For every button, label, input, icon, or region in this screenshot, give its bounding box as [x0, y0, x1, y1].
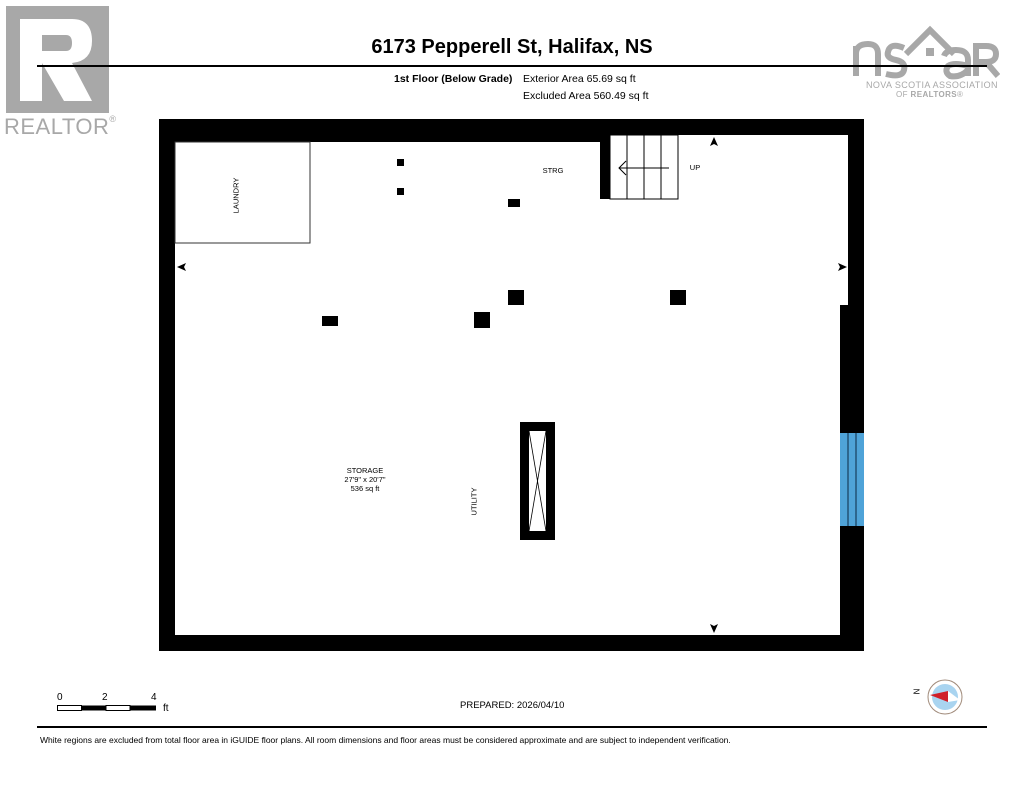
stairs-up-label: UP — [689, 163, 701, 172]
compass-icon — [927, 679, 963, 715]
realtor-wordmark: REALTOR® — [4, 114, 117, 140]
nsar-subtitle-line1: NOVA SCOTIA ASSOCIATION — [866, 80, 998, 90]
nsar-prefix: OF — [896, 90, 911, 99]
room-label-storage: STORAGE — [346, 466, 384, 475]
disclaimer: White regions are excluded from total fl… — [40, 735, 731, 745]
prepared-date: PREPARED: 2026/04/10 — [460, 700, 565, 711]
room-label-utility: UTILITY — [469, 487, 479, 516]
room-dimensions-storage: 27'9" x 20'7" — [344, 475, 386, 484]
scale-unit: ft — [163, 703, 169, 714]
footer-divider — [37, 726, 987, 728]
room-area-storage: 536 sq ft — [350, 484, 380, 493]
scale-label-4: 4 — [151, 692, 157, 703]
arrow-down-marker-icon — [710, 624, 718, 633]
scale-bar-graphic — [57, 705, 156, 711]
utility-chimney-icon — [520, 422, 555, 540]
realtor-r-icon — [20, 19, 92, 101]
room-label-laundry: LAUNDRY — [231, 177, 241, 214]
window-icon — [840, 433, 864, 526]
arrow-left-marker-icon — [177, 263, 186, 271]
compass-north-label: N — [912, 688, 922, 695]
registered-mark: ® — [957, 90, 964, 99]
page-title: 6173 Pepperell St, Halifax, NS — [371, 36, 653, 58]
stairs-icon — [609, 134, 679, 200]
scale-label-0: 0 — [57, 692, 63, 703]
nsar-logo-icon — [853, 25, 1000, 80]
exterior-area: Exterior Area 65.69 sq ft — [523, 73, 636, 85]
arrow-up-marker-icon — [710, 137, 718, 146]
nsar-subtitle-line2: OF REALTORS® — [896, 90, 963, 99]
room-label-strg: STRG — [542, 166, 564, 175]
title-divider — [37, 65, 987, 67]
columns — [322, 159, 686, 328]
floor-label: 1st Floor (Below Grade) — [394, 73, 513, 85]
laundry-room-outline — [174, 141, 311, 244]
compass: N — [912, 678, 966, 718]
arrow-right-marker-icon — [838, 263, 847, 271]
scale-label-2: 2 — [102, 692, 108, 703]
excluded-area: Excluded Area 560.49 sq ft — [523, 90, 649, 102]
nsar-realtors: REALTORS — [910, 90, 958, 99]
registered-mark: ® — [109, 114, 117, 124]
realtor-text: REALTOR — [4, 114, 110, 139]
realtor-logo — [6, 6, 109, 113]
exterior-walls — [159, 119, 864, 651]
room-storage: STORAGE 27'9" x 20'7" 536 sq ft — [325, 466, 405, 493]
scale-bar: 0 2 4 ft — [57, 692, 187, 716]
